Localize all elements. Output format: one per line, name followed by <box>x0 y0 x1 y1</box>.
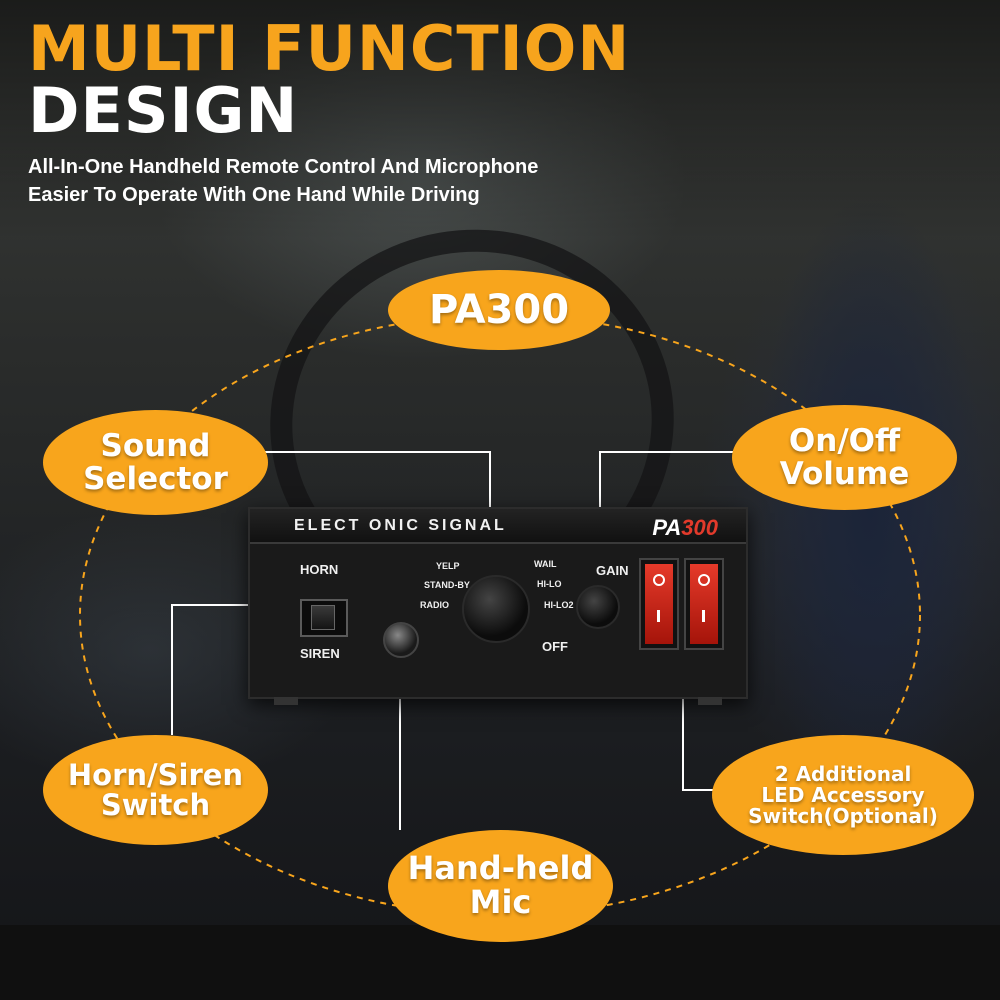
model-prefix: PA <box>652 515 682 540</box>
callout-led-switch: 2 Additional LED Accessory Switch(Option… <box>712 735 974 855</box>
callout-horn-siren-switch: Horn/Siren Switch <box>43 735 268 845</box>
led-switch-2[interactable] <box>684 558 724 650</box>
headline-line2: DESIGN <box>28 74 299 147</box>
off-label: OFF <box>542 639 568 654</box>
yelp-label: YELP <box>436 561 460 571</box>
model-number: 300 <box>681 515 718 540</box>
wail-label: WAIL <box>534 559 557 569</box>
subtitle-line1: All-In-One Handheld Remote Control And M… <box>28 156 539 178</box>
rocker-switch-icon <box>645 564 673 644</box>
rocker-switch-icon <box>690 564 718 644</box>
hi-lo-label: HI-LO <box>537 579 562 589</box>
top-shade <box>0 0 1000 240</box>
horn-label: HORN <box>300 562 339 577</box>
callout-pa300: PA300 <box>388 270 610 350</box>
hi-lo2-label: HI-LO2 <box>544 600 574 610</box>
device-brand-label: ELECT ONIC SIGNAL <box>294 517 507 534</box>
device-foot <box>274 697 298 705</box>
led-switch-1[interactable] <box>639 558 679 650</box>
sound-selector-knob[interactable] <box>462 575 530 643</box>
standby-label: STAND-BY <box>424 580 470 590</box>
device-top-strip: ELECT ONIC SIGNAL PA300 <box>250 509 746 544</box>
volume-knob[interactable] <box>576 585 620 629</box>
subtitle-line2: Easier To Operate With One Hand While Dr… <box>28 184 480 206</box>
device-model-label: PA300 <box>652 515 718 541</box>
callout-handheld-mic: Hand-held Mic <box>388 830 613 942</box>
device-foot <box>698 697 722 705</box>
radio-label: RADIO <box>420 600 449 610</box>
callout-on-off-volume: On/Off Volume <box>732 405 957 510</box>
siren-label: SIREN <box>300 646 340 661</box>
headline-line1: MULTI FUNCTION <box>28 12 631 85</box>
callout-sound-selector: Sound Selector <box>43 410 268 515</box>
mic-jack[interactable] <box>383 622 419 658</box>
siren-amplifier-device: ELECT ONIC SIGNAL PA300 HORN SIREN YELP … <box>248 507 748 705</box>
gain-label: GAIN <box>596 563 629 578</box>
horn-siren-switch[interactable] <box>300 599 348 637</box>
rocker-icon <box>311 605 335 630</box>
